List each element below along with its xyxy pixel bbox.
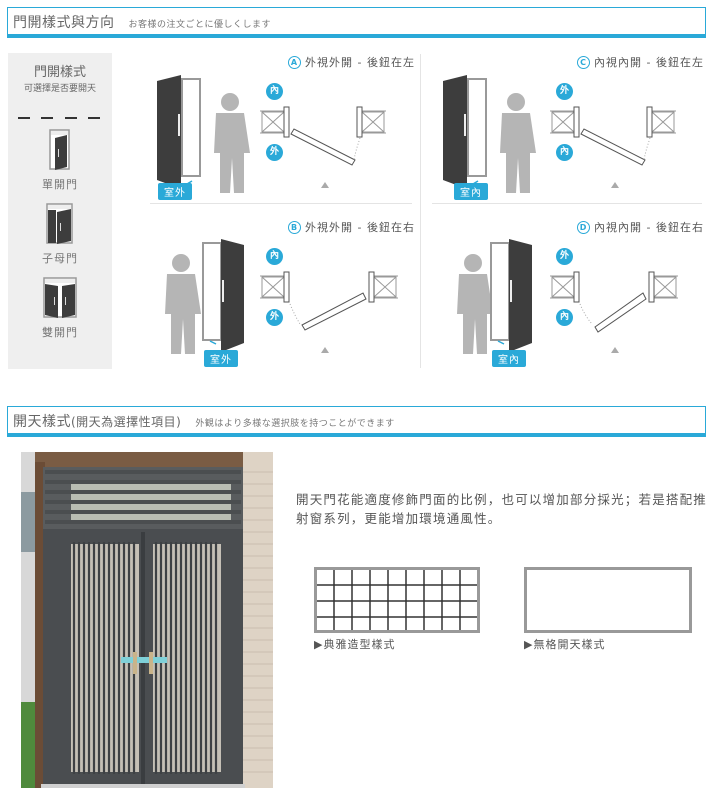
sidebar-item-mother-son-door[interactable]: 子母門 <box>8 203 112 266</box>
circled-letter-icon: B <box>288 221 302 234</box>
person-silhouette <box>457 254 493 354</box>
plain-transom-icon <box>524 567 692 633</box>
location-tag: 室外 <box>158 183 192 200</box>
double-door-icon <box>43 277 77 318</box>
panel-divider-vertical <box>420 54 421 368</box>
section-subtitle: お客様の注文ごとに優しくします <box>128 20 272 30</box>
sidebar-item-label: 單開門 <box>42 178 78 191</box>
section-title: 門開樣式與方向 お客様の注文ごとに優しくします <box>13 12 271 32</box>
door-open-in-left-illustration <box>443 75 676 193</box>
sidebar-item-label: 子母門 <box>42 252 78 265</box>
sidebar-item-label: 雙開門 <box>42 326 78 339</box>
sidebar-item-single-door[interactable]: 單開門 <box>8 129 112 192</box>
door-open-in-right-illustration <box>457 239 678 354</box>
person-silhouette <box>165 254 201 354</box>
circled-letter-icon: D <box>577 221 591 234</box>
side-badge: 內 <box>266 248 283 265</box>
double-door-photo <box>21 452 273 788</box>
side-badge: 內 <box>556 144 573 161</box>
single-door-icon <box>49 129 70 170</box>
style-option-label: ▶典雅造型樣式 <box>314 638 396 651</box>
door-photo-image <box>21 452 273 788</box>
sidebar-subtitle: 可選擇是否要開天 <box>23 84 96 94</box>
grid-transom-icon <box>314 567 480 633</box>
door-type-sidebar: 門開樣式 可選擇是否要開天 單開門 子母門 雙開門 <box>8 53 112 369</box>
section-subtitle: 外観はより多様な選択肢を持つことができます <box>195 419 395 429</box>
circled-letter-icon: A <box>288 56 302 69</box>
style-option-grid[interactable] <box>314 567 480 633</box>
style-option-label: ▶無格開天樣式 <box>524 638 606 651</box>
person-silhouette <box>500 93 536 193</box>
section-title-note: (開天為選擇性項目) <box>71 415 182 429</box>
door-open-out-right-illustration <box>165 239 398 354</box>
mother-son-door-icon <box>46 203 73 244</box>
door-open-out-left-illustration <box>157 75 386 193</box>
section-title: 開天樣式(開天為選擇性項目) 外観はより多様な選択肢を持つことができます <box>13 411 395 431</box>
style-option-plain[interactable] <box>524 567 692 633</box>
location-tag: 室內 <box>492 350 526 367</box>
person-silhouette <box>214 93 250 193</box>
circled-letter-icon: C <box>577 56 591 69</box>
section-header-transom-style: 開天樣式(開天為選擇性項目) 外観はより多様な選択肢を持つことができます <box>7 406 706 437</box>
sidebar-title: 門開樣式 <box>33 65 86 80</box>
transom-description: 開天門花能適度修飾門面的比例，也可以增加部分採光；若是搭配推射窗系列，更能增加環… <box>296 492 708 526</box>
panel-divider <box>432 203 702 204</box>
side-badge: 內 <box>556 309 573 326</box>
location-tag: 室內 <box>454 183 488 200</box>
side-badge: 外 <box>266 144 283 161</box>
side-badge: 內 <box>266 83 283 100</box>
section-title-text: 開天樣式 <box>13 414 71 430</box>
location-tag: 室外 <box>204 350 238 367</box>
side-badge: 外 <box>556 83 573 100</box>
section-header-door-style: 門開樣式與方向 お客様の注文ごとに優しくします <box>7 7 706 38</box>
side-badge: 外 <box>556 248 573 265</box>
sidebar-item-double-door[interactable]: 雙開門 <box>8 277 112 340</box>
section-title-text: 門開樣式與方向 <box>13 15 115 31</box>
side-badge: 外 <box>266 309 283 326</box>
dash-divider <box>18 117 100 119</box>
panel-divider <box>150 203 412 204</box>
